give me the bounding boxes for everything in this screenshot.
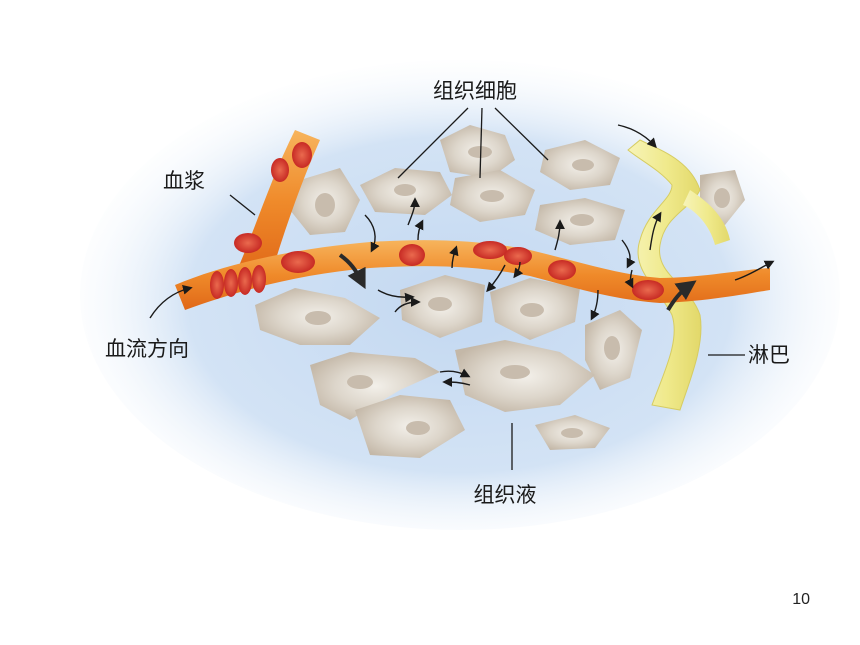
- flow-arrow-icon: [486, 264, 506, 293]
- red-blood-cell: [252, 265, 266, 293]
- red-blood-cell: [473, 241, 507, 259]
- leader-lines: [229, 107, 745, 470]
- flow-arrow-icon: [590, 289, 600, 321]
- label-plasma: 血浆: [163, 169, 205, 193]
- flow-arrow-icon: [439, 368, 471, 378]
- flow-arrow-icon: [364, 214, 380, 253]
- red-blood-cell: [399, 244, 425, 266]
- leader-line-cells-1: [397, 107, 469, 179]
- flow-arrow-icon: [554, 219, 565, 251]
- red-blood-cell: [632, 280, 664, 300]
- lymph-vessel-branch: [683, 190, 730, 245]
- flow-arrow-icon: [149, 284, 193, 319]
- flow-arrow-icon: [621, 239, 636, 269]
- leader-line-cells-2: [479, 107, 483, 179]
- flow-arrow-icon: [649, 211, 662, 251]
- flow-arrow-icon: [442, 377, 471, 387]
- page-number: 10: [792, 591, 810, 608]
- red-blood-cell: [281, 251, 315, 273]
- red-blood-cell: [548, 260, 576, 280]
- tissue-cell: [310, 352, 440, 420]
- label-flow-direction: 血流方向: [105, 337, 189, 361]
- red-blood-cell: [271, 158, 289, 182]
- red-blood-cell: [238, 267, 252, 295]
- red-blood-cells: [210, 142, 664, 300]
- leader-line-cells-3: [494, 107, 549, 161]
- red-blood-cell: [224, 269, 238, 297]
- leader-line-plasma: [229, 194, 256, 216]
- label-lymph: 淋巴: [748, 343, 790, 367]
- red-blood-cell: [504, 247, 532, 265]
- flow-arrow-icon: [414, 219, 424, 241]
- flow-arrow-icon: [449, 245, 459, 269]
- red-blood-cell: [210, 271, 224, 299]
- flow-arrow-icon: [617, 124, 657, 149]
- flow-arrow-icon: [624, 269, 634, 289]
- capillary: [175, 240, 770, 310]
- flow-arrow-icon: [513, 261, 524, 279]
- red-blood-cell: [234, 233, 262, 253]
- flow-arrow-icon: [666, 280, 697, 312]
- flow-arrow-icon: [377, 289, 415, 303]
- label-tissue-fluid: 组织液: [474, 483, 537, 507]
- flow-arrow-icon: [407, 197, 420, 226]
- flow-arrows: [149, 124, 775, 387]
- label-tissue-cells: 组织细胞: [433, 79, 517, 103]
- red-blood-cell: [292, 142, 312, 168]
- flow-arrow-icon: [734, 260, 775, 281]
- flow-arrow-icon: [338, 253, 366, 290]
- flow-arrow-icon: [394, 297, 421, 313]
